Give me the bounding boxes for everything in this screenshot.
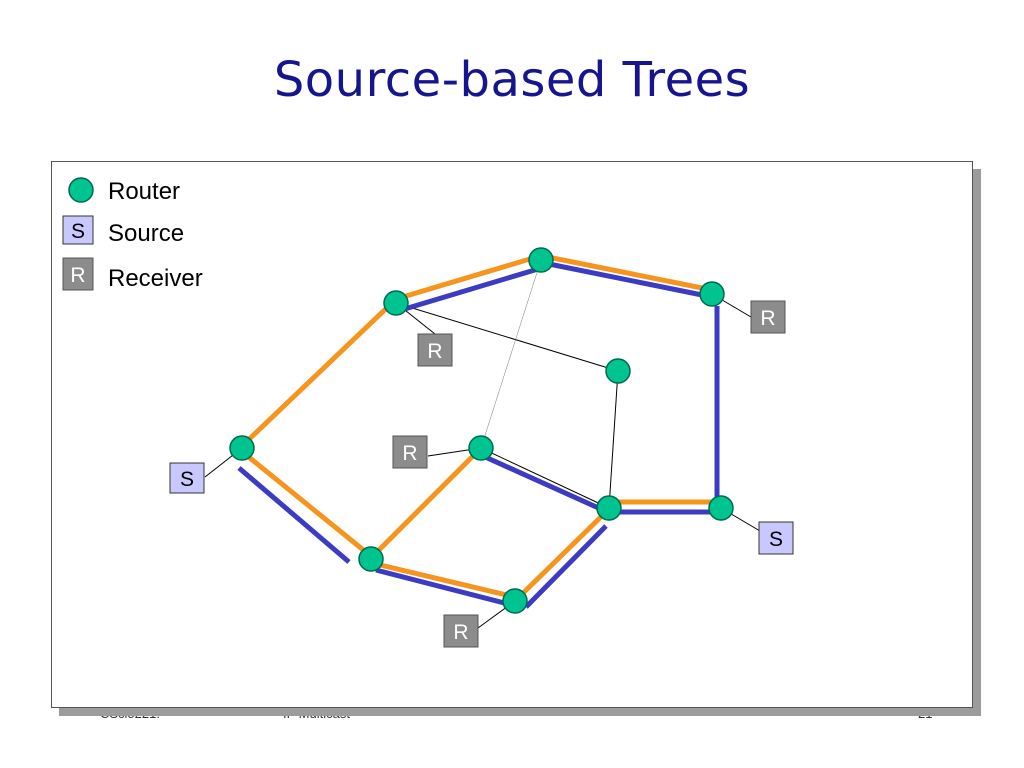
router-node [383,290,409,316]
slide-title: Source-based Trees [273,52,751,108]
receiver-label: R [427,340,442,363]
link [395,302,619,372]
router-node [229,435,255,461]
link [480,259,542,449]
link [608,370,619,509]
router-node [596,495,622,521]
source-box [758,521,794,555]
tree-edge [524,524,608,609]
receivers: R R R R [392,300,786,648]
receiver-label: R [402,442,417,465]
receiver-box [750,300,786,334]
receiver-box [392,435,428,469]
legend: Router S Source R Receiver [62,177,203,292]
tree-edge [395,253,541,302]
source-box [169,462,205,494]
router-node [699,281,725,307]
router-node [358,546,384,572]
tree-edge [542,253,713,293]
router-node [502,588,528,614]
source-tree-orange [240,253,721,603]
legend-source-icon [62,215,94,245]
tree-edge [371,560,516,600]
link [480,447,610,509]
source-tree-blue [237,260,721,609]
legend-receiver-label: Receiver [108,265,203,292]
sources: S S [169,462,794,555]
legend-source-symbol: S [71,220,85,243]
router-node [468,435,494,461]
tree-edge [543,260,713,300]
legend-router-icon [68,177,94,203]
router-node [605,358,631,384]
tree-edge [243,452,374,559]
legend-receiver-icon [62,257,94,291]
legend-source-label: Source [108,220,184,247]
tree-edge [481,453,605,513]
tree-edge [513,507,611,603]
legend-router-label: Router [108,178,180,205]
tree-edge [375,567,513,608]
tree-edge [397,266,539,314]
receiver-box [443,614,479,648]
tree-edge [237,466,351,564]
router-node [528,247,554,273]
routers [229,247,734,614]
receiver-box [417,333,453,367]
receiver-label: R [453,621,468,644]
router-node [708,495,734,521]
tree-edge [370,446,483,559]
diagram-panel [51,161,973,708]
legend-receiver-symbol: R [70,264,85,287]
source-label: S [769,528,783,551]
receiver-label: R [760,307,775,330]
tree-edge [240,299,396,448]
source-label: S [180,468,194,491]
